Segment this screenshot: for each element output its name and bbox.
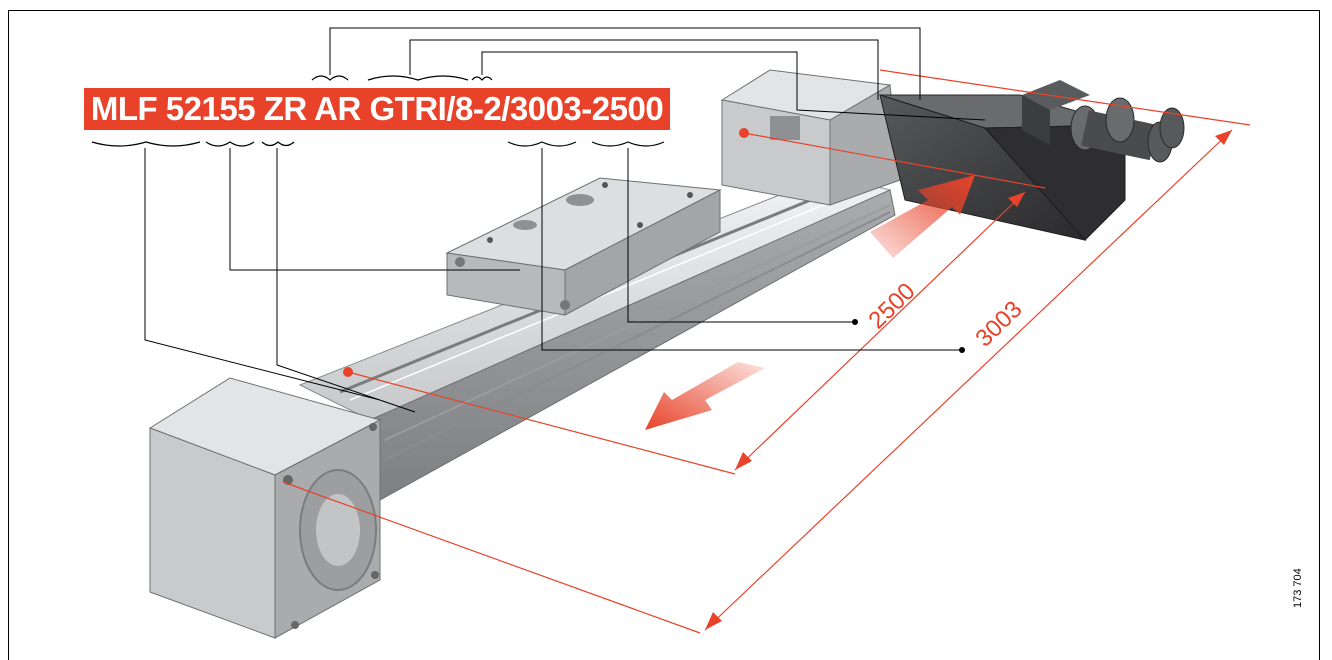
figure-number: 173 704 — [1292, 568, 1304, 608]
type-code-banner: MLF 52155 ZR AR GTRI/8-2/3003-2500 — [84, 88, 670, 130]
dimension-lines — [282, 69, 1251, 634]
dimension-total-label: 3003 — [970, 296, 1027, 353]
figure-frame — [8, 10, 1320, 660]
end-block-near — [148, 377, 382, 639]
carriage — [445, 177, 722, 316]
leader-lines — [144, 27, 986, 413]
motion-arrow-forward — [870, 175, 975, 258]
dimension-stroke-label: 2500 — [863, 278, 920, 335]
end-block-far — [720, 69, 901, 206]
motion-arrow-backward — [645, 362, 765, 430]
dimension-arrowheads — [705, 130, 1232, 630]
code-braces — [91, 75, 665, 147]
leader-dots — [852, 319, 965, 353]
